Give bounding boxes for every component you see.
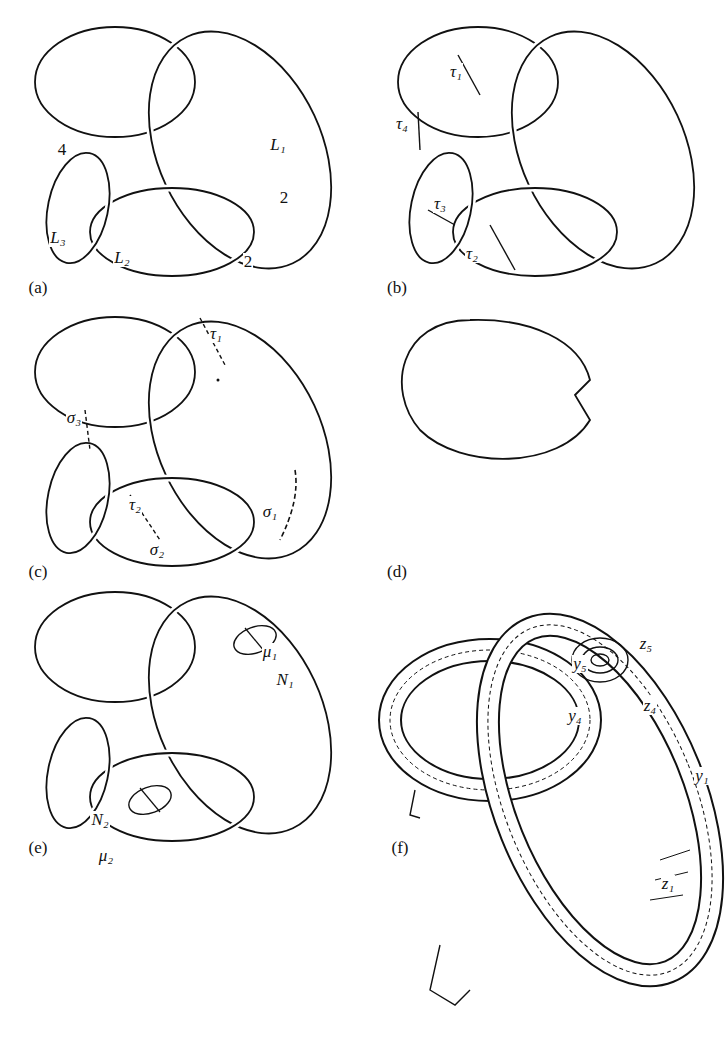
figure-label: N₂ — [90, 811, 109, 830]
figure-label: τ₂ — [128, 496, 142, 515]
figure-label: L₂ — [113, 249, 130, 268]
figure-label: σ₃ — [66, 409, 82, 428]
figure-label: (d) — [386, 563, 408, 582]
figure-label: 2 — [243, 253, 254, 272]
figure-label: σ₂ — [149, 541, 165, 560]
figure-label: μ₂ — [98, 847, 114, 866]
figure-label: z₅ — [639, 635, 654, 654]
figure-label: (b) — [386, 279, 408, 298]
figure-label: y₁ — [694, 767, 709, 786]
figure-label: μ₁ — [262, 643, 278, 662]
figure-label: σ₁ — [262, 503, 278, 522]
figure-label: (f) — [391, 839, 410, 858]
figure-label: y₄ — [567, 707, 582, 726]
figure-label: τ₄ — [395, 115, 409, 134]
figure-label: τ₁ — [449, 63, 463, 82]
figure-label: 2 — [279, 189, 290, 208]
figure-label: z₄ — [643, 697, 658, 716]
figure-label: τ₁ — [209, 325, 223, 344]
figure-label: (e) — [28, 839, 49, 858]
figure-label: z₁ — [661, 875, 676, 894]
figure-label: τ₂ — [465, 245, 479, 264]
figure-label: y₅ — [572, 655, 587, 674]
figure-label: N₁ — [275, 671, 294, 690]
figure-label: 4 — [57, 141, 68, 160]
figure-label: (c) — [28, 563, 49, 582]
figure-label: L₃ — [49, 229, 66, 248]
figure-label: τ₃ — [433, 195, 447, 214]
figure-label: L₁ — [269, 136, 286, 155]
figure-label: (a) — [28, 279, 49, 298]
